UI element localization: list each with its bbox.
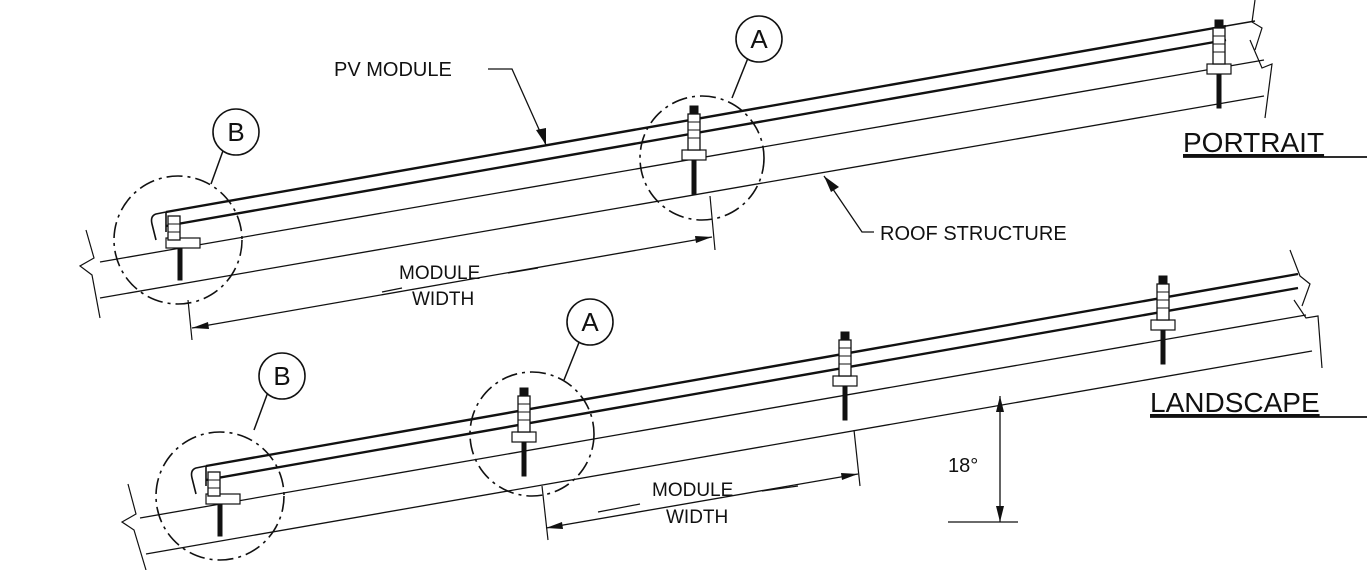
portrait-bubble-b xyxy=(212,108,260,156)
roof-structure-arrowhead[interactable] xyxy=(824,176,839,192)
landscape-roof-top-edge xyxy=(139,314,1307,519)
landscape-module-break xyxy=(1289,249,1311,307)
landscape-bubble-a xyxy=(566,298,614,346)
portrait-bubble-a xyxy=(735,15,783,63)
portrait-detail-a-circle xyxy=(639,95,765,221)
portrait-dim-line xyxy=(191,236,713,329)
landscape-detail-a-circle xyxy=(469,371,595,497)
pv-module-label: PV MODULE xyxy=(334,59,452,81)
angle-label: 18° xyxy=(948,455,978,477)
landscape-dim-arrow-right xyxy=(841,473,858,480)
pv-module-arrowhead[interactable] xyxy=(536,128,546,145)
portrait-ext-line-left xyxy=(187,299,193,341)
landscape-bubble-b-letter: B xyxy=(273,361,290,391)
landscape-module-end-cap xyxy=(190,465,207,495)
portrait-width-leader xyxy=(507,267,539,274)
portrait-roof-top-edge xyxy=(99,59,1265,263)
landscape-bubble-a-leader xyxy=(563,339,581,381)
landscape-assembly xyxy=(120,249,1323,570)
landscape-roof-left-break xyxy=(120,483,147,570)
landscape-dim-line xyxy=(545,473,859,529)
portrait-dim-arrow-left xyxy=(192,322,209,329)
portrait-module-end-cap xyxy=(150,211,167,241)
landscape-module-bottom-edge xyxy=(205,286,1299,482)
landscape-roof-right-break xyxy=(1293,299,1323,369)
landscape-bubble-b xyxy=(258,352,306,400)
portrait-title: PORTRAIT xyxy=(1183,127,1324,158)
landscape-detail-b-circle xyxy=(155,431,285,561)
portrait-bubble-a-letter: A xyxy=(750,24,768,54)
landscape-dim-arrow-left xyxy=(546,522,563,529)
portrait-ext-line-right xyxy=(709,195,716,251)
portrait-bubble-b-letter: B xyxy=(227,117,244,147)
portrait-assembly xyxy=(78,0,1273,341)
portrait-bubble-b-leader xyxy=(210,147,225,185)
landscape-roof-bottom-edge xyxy=(145,350,1313,555)
portrait-module-label: MODULE xyxy=(399,263,480,284)
pv-module-leader xyxy=(488,68,547,146)
portrait-roof-bottom-edge xyxy=(99,95,1265,299)
angle-arrow-top xyxy=(996,396,1004,412)
portrait-width-label: WIDTH xyxy=(412,289,474,310)
landscape-width-leader-low xyxy=(597,503,641,513)
portrait-detail-b-circle xyxy=(113,175,243,305)
roof-structure-label: ROOF STRUCTURE xyxy=(880,223,1067,245)
portrait-dim-arrow-right xyxy=(695,236,712,243)
landscape-ext-line-left xyxy=(541,485,549,541)
landscape-width-leader xyxy=(761,485,799,492)
landscape-module-label: MODULE xyxy=(652,480,733,501)
portrait-module-extension xyxy=(1225,20,1256,27)
portrait-width-leader-low xyxy=(381,287,403,293)
portrait-roof-left-break xyxy=(78,229,101,319)
portrait-module-break xyxy=(1251,0,1263,51)
landscape-bubble-b-leader xyxy=(253,391,269,431)
landscape-width-label: WIDTH xyxy=(666,507,728,528)
portrait-bubble-a-leader xyxy=(731,57,749,99)
landscape-bubble-a-letter: A xyxy=(581,307,599,337)
angle-arrow-bottom xyxy=(996,506,1004,522)
landscape-module-top-edge xyxy=(205,272,1299,468)
portrait-roof-right-break xyxy=(1249,39,1273,119)
landscape-ext-line-right xyxy=(853,429,861,487)
roof-structure-leader xyxy=(823,175,874,233)
landscape-title: LANDSCAPE xyxy=(1150,387,1320,418)
